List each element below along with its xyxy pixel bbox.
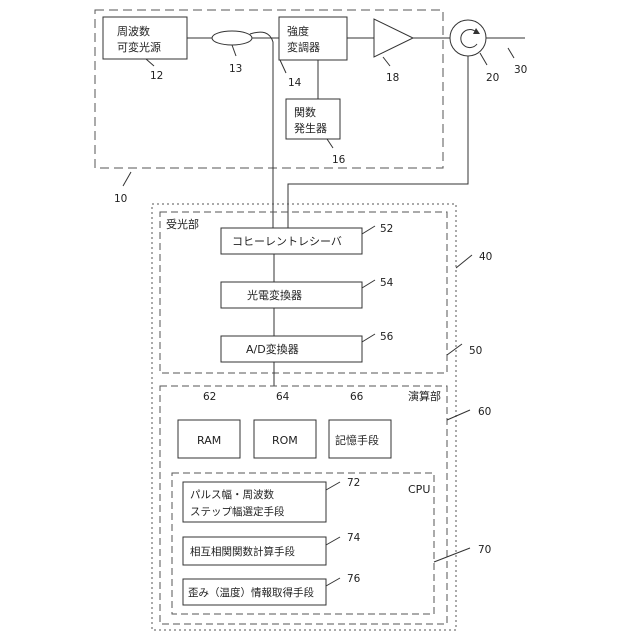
fiber-ref: 30 <box>514 64 527 76</box>
modulator-ref: 14 <box>288 77 302 89</box>
transmitter-group-leader <box>123 172 131 186</box>
correlation-leader <box>326 537 340 545</box>
step-setting-label-line2: ステップ幅選定手段 <box>190 505 285 518</box>
cpu-leader <box>434 548 470 562</box>
amplifier-ref: 18 <box>386 72 399 84</box>
coherent-receiver-ref: 52 <box>380 223 393 235</box>
ram-label: RAM <box>197 434 221 447</box>
storage-ref: 66 <box>350 391 364 403</box>
strain-ref: 76 <box>347 573 361 585</box>
compute-ref: 60 <box>478 406 491 418</box>
amplifier-triangle <box>374 19 413 57</box>
step-setting-leader <box>326 482 340 490</box>
step-setting-label-line1: パルス幅・周波数 <box>190 488 274 501</box>
light-source-label-line1: 周波数 <box>117 25 150 38</box>
rom-label: ROM <box>272 434 298 447</box>
strain-label: 歪み（温度）情報取得手段 <box>188 586 314 599</box>
ad-converter-ref: 56 <box>380 331 394 343</box>
light-source-ref: 12 <box>150 70 163 82</box>
function-generator-ref: 16 <box>332 154 346 166</box>
photoelectric-label: 光電変換器 <box>247 288 302 302</box>
circulator-circle <box>450 20 486 56</box>
photoelectric-leader <box>362 280 375 288</box>
coupler-leader <box>232 45 236 56</box>
light-source-leader <box>146 59 154 66</box>
cpu-ref: 70 <box>478 544 491 556</box>
circulator-ref: 20 <box>486 72 499 84</box>
circulator-to-receiver-wire <box>288 56 468 228</box>
compute-leader <box>447 410 470 420</box>
compute-title: 演算部 <box>408 389 441 403</box>
modulator-label-line1: 強度 <box>287 24 309 38</box>
modulator-label-line2: 変調器 <box>287 40 320 54</box>
receiver-leader <box>447 344 462 355</box>
amplifier-leader <box>383 57 390 66</box>
photoelectric-ref: 54 <box>380 277 394 289</box>
storage-label: 記憶手段 <box>335 433 379 447</box>
function-generator-leader <box>327 139 333 148</box>
outer-group-ref: 40 <box>479 251 492 263</box>
coherent-receiver-label: コヒーレントレシーバ <box>232 235 342 248</box>
coupler-shape <box>212 31 252 45</box>
ad-converter-leader <box>362 334 375 342</box>
correlation-label: 相互相関関数計算手段 <box>190 545 295 558</box>
circulator-leader <box>480 53 487 65</box>
ad-converter-label: A/D変換器 <box>246 342 299 356</box>
correlation-ref: 74 <box>347 532 361 544</box>
outer-group-leader <box>456 255 472 268</box>
modulator-leader <box>280 60 286 73</box>
light-source-label-line2: 可変光源 <box>117 40 161 54</box>
step-setting-ref: 72 <box>347 477 360 489</box>
coupler-to-receiver-wire <box>250 32 273 228</box>
function-generator-label-line1: 関数 <box>294 106 316 119</box>
rom-ref: 64 <box>276 391 290 403</box>
receiver-ref: 50 <box>469 345 482 357</box>
outer-group-boundary <box>152 204 456 630</box>
coupler-ref: 13 <box>229 63 242 75</box>
cpu-title: CPU <box>408 483 430 496</box>
function-generator-label-line2: 発生器 <box>294 121 327 135</box>
ram-ref: 62 <box>203 391 216 403</box>
transmitter-group-ref: 10 <box>114 193 127 205</box>
fiber-leader <box>508 48 514 58</box>
coherent-receiver-leader <box>362 226 375 234</box>
strain-leader <box>326 578 340 586</box>
receiver-title: 受光部 <box>166 217 199 231</box>
